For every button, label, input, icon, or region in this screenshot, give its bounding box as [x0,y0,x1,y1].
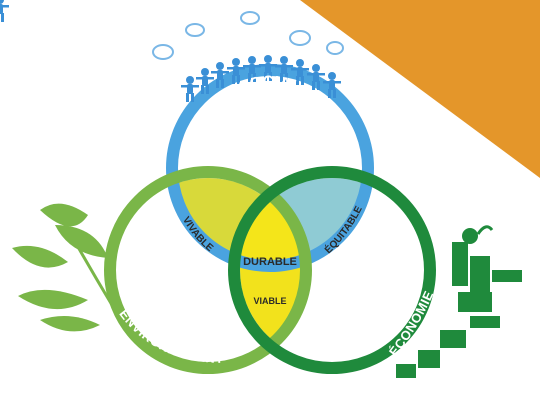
social-label: SOCIAL [237,73,304,96]
viable-label: VIABLE [253,296,286,306]
city-skyline-icon [396,225,522,378]
leaf-icon [12,203,114,332]
speech-bubbles-icon [152,11,344,60]
people-chain-icon [0,0,341,102]
corner-accent-shape [300,0,540,178]
intersection-durable [240,178,306,266]
economie-ring [228,166,436,374]
durable-label: DURABLE [243,256,297,268]
environnement-ring [104,166,312,374]
economie-label: ÉCONOMIE [386,288,437,359]
